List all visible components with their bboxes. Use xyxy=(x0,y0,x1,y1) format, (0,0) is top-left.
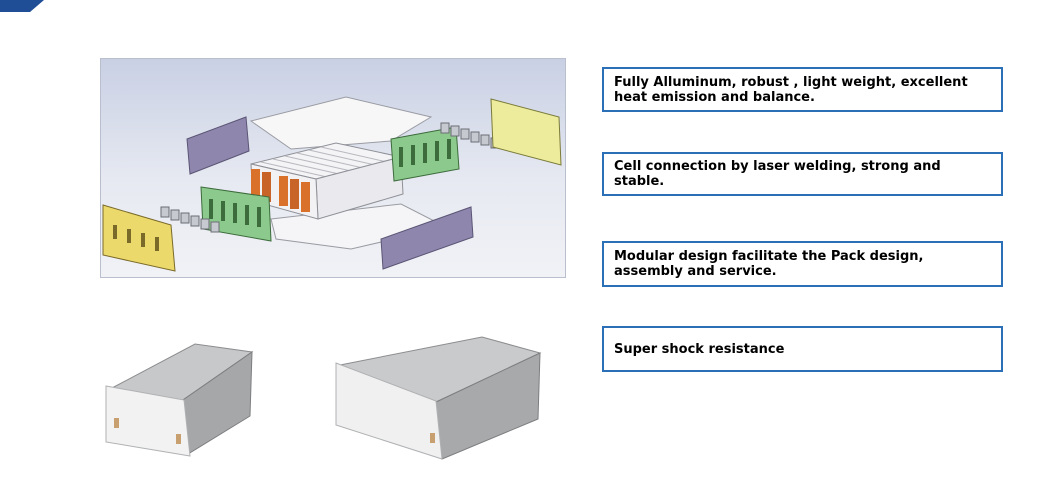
feature-text: Modular design facilitate the Pack desig… xyxy=(614,249,924,279)
feature-box-aluminum: Fully Alluminum, robust , light weight, … xyxy=(602,67,1003,112)
feature-box-laser-welding: Cell connection by laser welding, strong… xyxy=(602,152,1003,196)
exploded-view-image xyxy=(100,58,566,278)
feature-box-modular-design: Modular design facilitate the Pack desig… xyxy=(602,241,1003,287)
corner-arrow-mark xyxy=(0,0,44,12)
feature-text: Super shock resistance xyxy=(614,341,785,357)
battery-module-photo-large xyxy=(335,336,542,460)
feature-text: Cell connection by laser welding, strong… xyxy=(614,159,941,189)
feature-text: Fully Alluminum, robust , light weight, … xyxy=(614,74,968,105)
battery-module-photo-small xyxy=(105,343,254,457)
feature-box-shock-resistance: Super shock resistance xyxy=(602,326,1003,372)
